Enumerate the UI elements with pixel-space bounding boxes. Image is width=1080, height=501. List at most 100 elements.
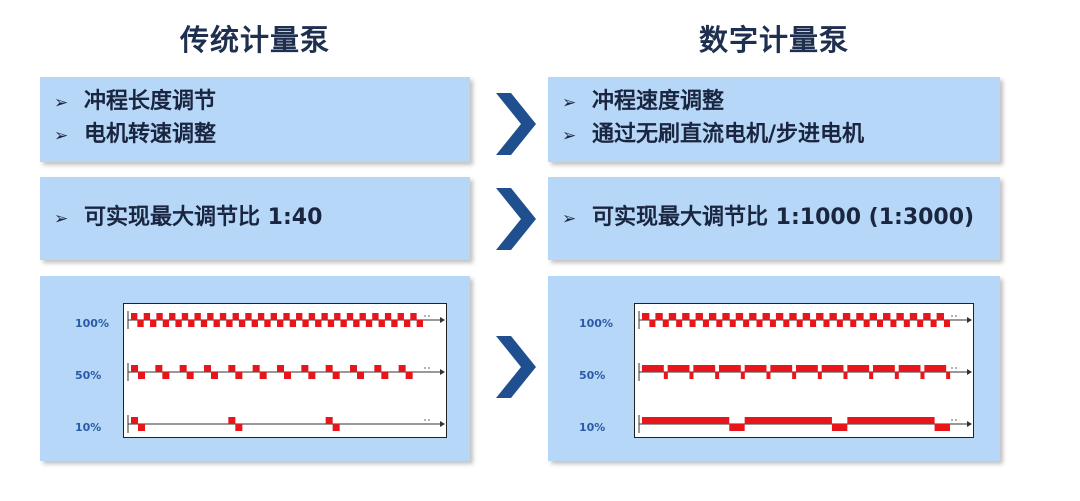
pulse-down <box>327 320 335 327</box>
bullet-arrow-icon: ➢ <box>562 209 577 229</box>
pulse-down <box>823 320 830 327</box>
level-label: 100% <box>579 317 613 330</box>
level-label: 10% <box>75 421 102 434</box>
pulse-down <box>391 320 398 327</box>
pulse-down <box>715 372 720 379</box>
left-feature-1: ➢冲程长度调节 <box>54 85 460 118</box>
bullet-arrow-icon: ➢ <box>562 93 577 113</box>
pulse-up <box>796 365 818 372</box>
pulse-up <box>257 313 265 320</box>
pulse-up <box>668 313 677 320</box>
pulse-down <box>920 372 925 379</box>
pulse-up <box>708 313 717 320</box>
pulse-down <box>917 320 924 327</box>
pulse-down <box>903 320 910 327</box>
right-chart-panel: 100% 50% 10% <box>548 276 1000 461</box>
pulse-up <box>821 365 844 372</box>
pulse-up <box>143 313 151 320</box>
pulse-up <box>374 365 382 372</box>
chevron-right-icon <box>496 93 536 155</box>
pulse-up <box>131 313 138 320</box>
pulse-down <box>930 320 937 327</box>
pulse-down <box>264 320 271 327</box>
pulse-up <box>719 365 741 372</box>
pulse-down <box>365 320 373 327</box>
pulse-down <box>277 320 284 327</box>
pulse-down <box>743 320 750 327</box>
chevron-shape <box>496 93 536 155</box>
pulse-down <box>934 424 950 431</box>
pulse-down <box>378 320 385 327</box>
pulse-down <box>150 320 157 327</box>
pulse-down <box>259 372 267 379</box>
left-feature-2: ➢电机转速调整 <box>54 118 460 151</box>
pulse-up <box>655 313 663 320</box>
pulse-up <box>325 365 333 372</box>
pulse-down <box>740 372 745 379</box>
bullet-arrow-icon: ➢ <box>54 126 69 146</box>
pulse-down <box>238 320 246 327</box>
pulse-down <box>332 424 340 431</box>
pulse-down <box>689 320 696 327</box>
chevron-right-icon <box>496 188 536 250</box>
pulse-down <box>381 372 389 379</box>
pulse-up <box>232 313 239 320</box>
left-features-panel: ➢冲程长度调节 ➢电机转速调整 <box>40 77 470 162</box>
pulse-up <box>270 313 277 320</box>
left-pulse-chart <box>123 303 447 438</box>
left-ratio: ➢可实现最大调节比 1:40 <box>54 201 460 234</box>
pulse-down <box>894 372 899 379</box>
pulse-down <box>138 424 145 431</box>
pulse-up <box>693 365 716 372</box>
pulse-up <box>896 313 904 320</box>
pulse-up <box>252 365 260 372</box>
pulse-up <box>842 313 851 320</box>
pulse-up <box>883 313 891 320</box>
pulse-up <box>936 313 944 320</box>
pulse-down <box>877 320 884 327</box>
pulse-down <box>729 320 736 327</box>
chevron-right-icon <box>496 336 536 398</box>
pulse-up <box>169 313 176 320</box>
bullet-arrow-icon: ➢ <box>54 93 69 113</box>
pulse-down <box>756 320 763 327</box>
pulse-up <box>667 365 690 372</box>
pulse-up <box>131 417 138 424</box>
arrowhead <box>967 317 972 323</box>
pulse-down <box>332 372 340 379</box>
left-chart-panel: 100% 50% 10% <box>40 276 470 461</box>
pulse-down <box>689 372 694 379</box>
pulse-up <box>924 365 947 372</box>
pulse-up <box>228 365 236 372</box>
pulse-up <box>410 313 417 320</box>
pulse-up <box>642 417 730 424</box>
pulse-down <box>405 372 413 379</box>
pulse-up <box>735 313 744 320</box>
pulse-down <box>946 372 951 379</box>
pulse-up <box>398 365 406 372</box>
pulse-down <box>869 372 874 379</box>
pulse-down <box>302 320 309 327</box>
pulse-down <box>308 372 316 379</box>
pulse-up <box>869 313 878 320</box>
right-pulse-svg <box>638 311 972 433</box>
pulse-up <box>397 313 404 320</box>
pulse-up <box>384 313 392 320</box>
level-label: 50% <box>75 369 102 382</box>
pulse-down <box>175 320 182 327</box>
pulse-up <box>856 313 864 320</box>
pulse-up <box>722 313 730 320</box>
pulse-down <box>649 320 656 327</box>
pulse-down <box>783 320 790 327</box>
pulse-down <box>137 320 144 327</box>
pulse-up <box>204 365 211 372</box>
pulse-up <box>372 313 379 320</box>
pulse-down <box>796 320 803 327</box>
left-column-title: 传统计量泵 <box>179 23 330 57</box>
pulse-up <box>181 313 189 320</box>
pulse-down <box>943 320 950 327</box>
right-ratio-panel: ➢可实现最大调节比 1:1000 (1:3000) <box>548 177 1000 260</box>
pulse-down <box>810 320 817 327</box>
pulse-up <box>847 417 935 424</box>
pulse-down <box>251 320 258 327</box>
